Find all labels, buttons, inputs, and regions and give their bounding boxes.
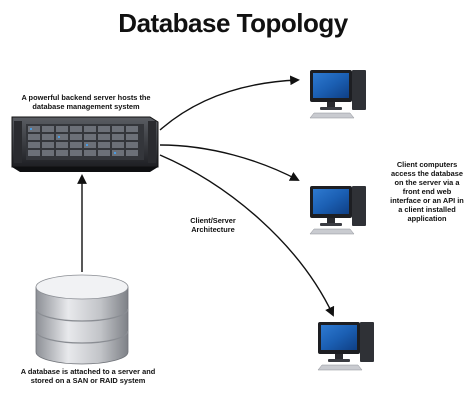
database-icon	[35, 274, 129, 365]
architecture-label: Client/Server Architecture	[190, 216, 236, 234]
server-to-client-1-arrow	[159, 75, 300, 131]
server-to-client-3-arrow	[159, 154, 335, 317]
server-to-client-2-arrow	[159, 144, 300, 181]
server-caption: A powerful backend server hosts the data…	[21, 93, 151, 111]
diagram-title: Database Topology	[118, 8, 348, 38]
server-icon	[11, 116, 159, 172]
database-caption: A database is attached to a server and s…	[20, 367, 156, 385]
client-computer-icon	[317, 322, 374, 371]
client-computer-icon	[309, 70, 366, 119]
client-computer-icon	[309, 186, 366, 235]
clients-caption: Client computers access the database on …	[390, 160, 464, 223]
